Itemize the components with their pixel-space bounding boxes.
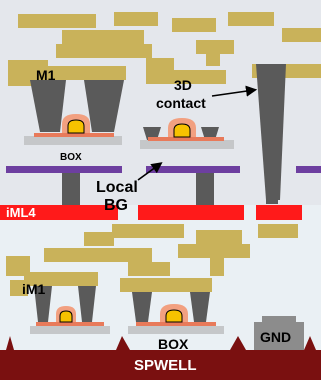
upper-device-right (140, 118, 234, 149)
lower-device-left (30, 306, 110, 334)
iml4-bars (0, 205, 302, 220)
gate (173, 123, 191, 138)
3d-contact-label-line1: 3D (174, 77, 192, 93)
annotation-arrows (137, 85, 258, 181)
gate (59, 310, 73, 323)
box-top-label: BOX (60, 152, 82, 163)
channel (36, 322, 104, 326)
channel (34, 133, 114, 137)
3d-contact-label-line2: contact (156, 95, 206, 111)
box-oxide (24, 136, 122, 145)
3d-contact (256, 64, 286, 200)
channel (136, 322, 216, 326)
channel (148, 137, 224, 141)
box-bottom-label: BOX (158, 336, 189, 352)
3d-contact-arrow (211, 85, 258, 97)
local-bg-bars (6, 166, 321, 173)
upper-device-left (24, 114, 122, 145)
box-oxide (128, 326, 224, 334)
gate (165, 309, 183, 323)
lower-metal-lines (6, 224, 298, 296)
gnd-block (254, 316, 304, 350)
spwell-substrate (0, 336, 321, 380)
upper-contacts (30, 64, 286, 204)
im1-label: iM1 (22, 281, 46, 297)
box-oxide (140, 140, 234, 149)
local-bg-label-line2: BG (104, 197, 128, 214)
bg-connectors (62, 173, 214, 205)
upper-metal-lines (8, 12, 321, 86)
iml4-label: iML4 (6, 205, 36, 220)
local-bg-arrow (137, 162, 163, 181)
m1-label: M1 (36, 67, 56, 83)
lower-device-right (128, 304, 224, 334)
spwell-label: SPWELL (134, 357, 197, 374)
gnd-label: GND (260, 329, 291, 345)
local-bg-label-line1: Local (96, 179, 138, 196)
lower-contacts (34, 286, 210, 322)
box-oxide (30, 326, 110, 334)
gate (67, 119, 85, 134)
